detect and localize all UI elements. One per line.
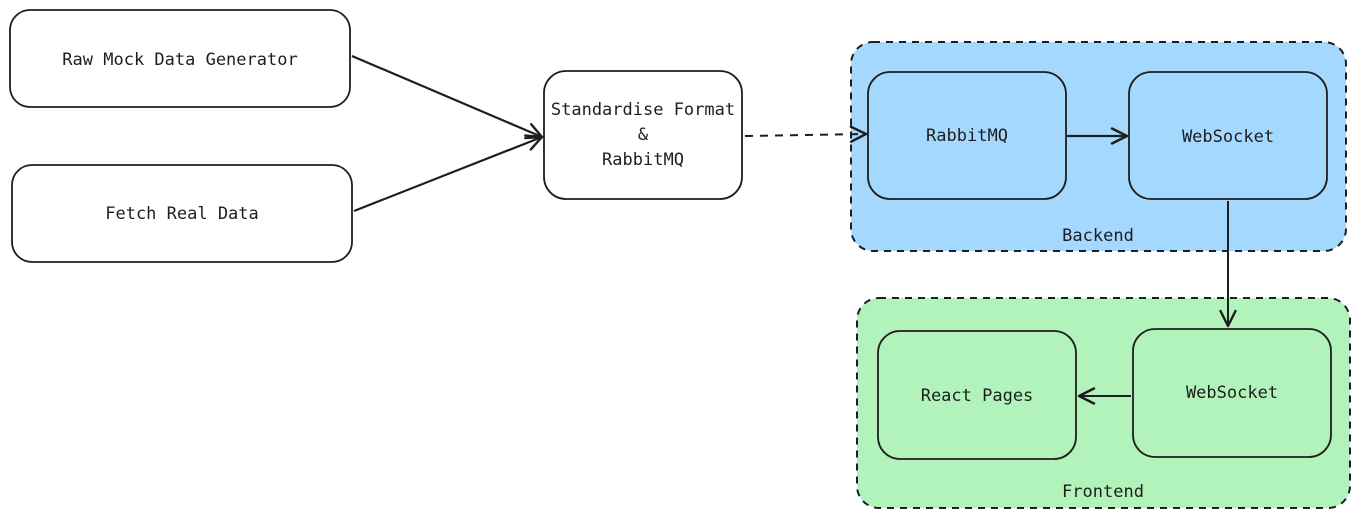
backend-rabbitmq-node: RabbitMQ — [867, 71, 1067, 200]
backend-rabbitmq-label: RabbitMQ — [926, 126, 1008, 146]
frontend-websocket-node: WebSocket — [1132, 328, 1332, 458]
react-pages-node: React Pages — [877, 330, 1077, 460]
frontend-group-label: Frontend — [1062, 482, 1144, 502]
arrow-standardise-to-backend — [744, 125, 868, 143]
frontend-websocket-label: WebSocket — [1186, 383, 1278, 403]
backend-websocket-node: WebSocket — [1128, 71, 1328, 200]
mock-generator-node: Raw Mock Data Generator — [9, 9, 351, 108]
react-pages-label: React Pages — [921, 386, 1034, 406]
standardise-label-line1: Standardise Format — [551, 100, 735, 120]
standardise-label-line3: RabbitMQ — [602, 150, 684, 170]
fetch-real-node: Fetch Real Data — [11, 164, 353, 263]
standardise-node: Standardise Format & RabbitMQ — [543, 70, 743, 200]
mock-generator-label: Raw Mock Data Generator — [62, 50, 297, 70]
fetch-real-label: Fetch Real Data — [105, 204, 259, 224]
arrow-fetch-to-standardise — [353, 134, 544, 213]
standardise-label-line2: & — [638, 125, 649, 145]
backend-websocket-label: WebSocket — [1182, 127, 1274, 147]
backend-group-label: Backend — [1062, 226, 1134, 246]
arrow-mock-to-standardise — [351, 54, 544, 140]
